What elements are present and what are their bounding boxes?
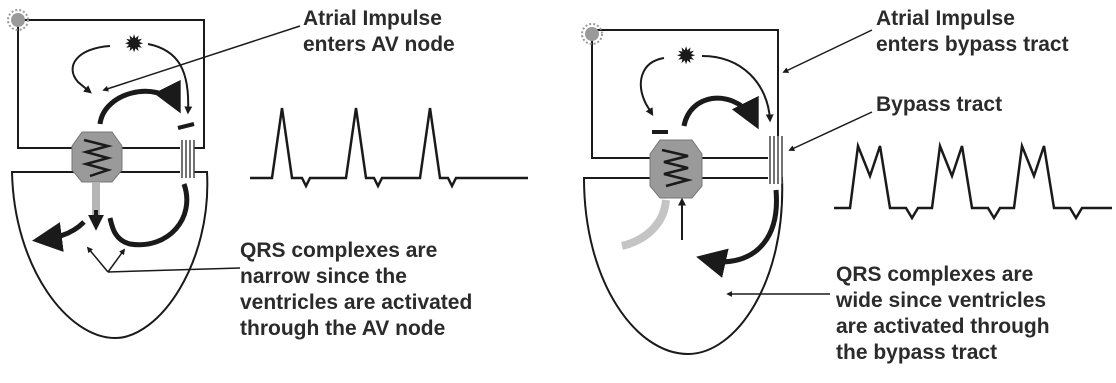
label-line: are activated through — [836, 315, 1050, 338]
label-line: the bypass tract — [836, 341, 998, 364]
label-line: Atrial Impulse — [876, 7, 1015, 30]
impulse-star-icon: ✹ — [124, 30, 144, 58]
left-qrs-label: QRS complexes are narrow since the ventr… — [240, 238, 472, 342]
left-atrium — [17, 19, 205, 149]
right-ventricle — [582, 177, 784, 356]
right-heart: ✹ — [581, 23, 873, 356]
av-node — [71, 131, 123, 183]
label-line: narrow since the — [240, 265, 407, 288]
left-impulse-label: Atrial Impulse enters AV node — [303, 6, 455, 58]
left-ecg-trace — [250, 107, 528, 189]
sa-node-icon — [7, 9, 29, 31]
label-line: Atrial Impulse — [303, 7, 442, 30]
label-line: wide since ventricles — [836, 289, 1047, 312]
right-qrs-label: QRS complexes are wide since ventricles … — [836, 262, 1050, 366]
label-line: enters bypass tract — [876, 33, 1069, 56]
label-line: through the AV node — [240, 317, 446, 340]
sa-node-icon — [581, 23, 603, 45]
bypass-tract-label: Bypass tract — [876, 92, 1002, 118]
right-impulse-label: Atrial Impulse enters bypass tract — [876, 6, 1069, 58]
av-node — [649, 130, 703, 199]
label-line: ventricles are activated — [240, 291, 473, 314]
impulse-star-icon: ✹ — [676, 42, 696, 70]
bypass-tract — [768, 136, 783, 184]
label-line: Bypass tract — [876, 93, 1003, 116]
left-tract — [177, 122, 195, 178]
label-line: QRS complexes are — [836, 263, 1034, 286]
right-ecg-trace — [834, 141, 1112, 221]
label-line: enters AV node — [303, 33, 455, 56]
left-heart: ✹ — [7, 9, 301, 340]
label-line: QRS complexes are — [240, 239, 438, 262]
left-ventricle — [10, 171, 209, 340]
